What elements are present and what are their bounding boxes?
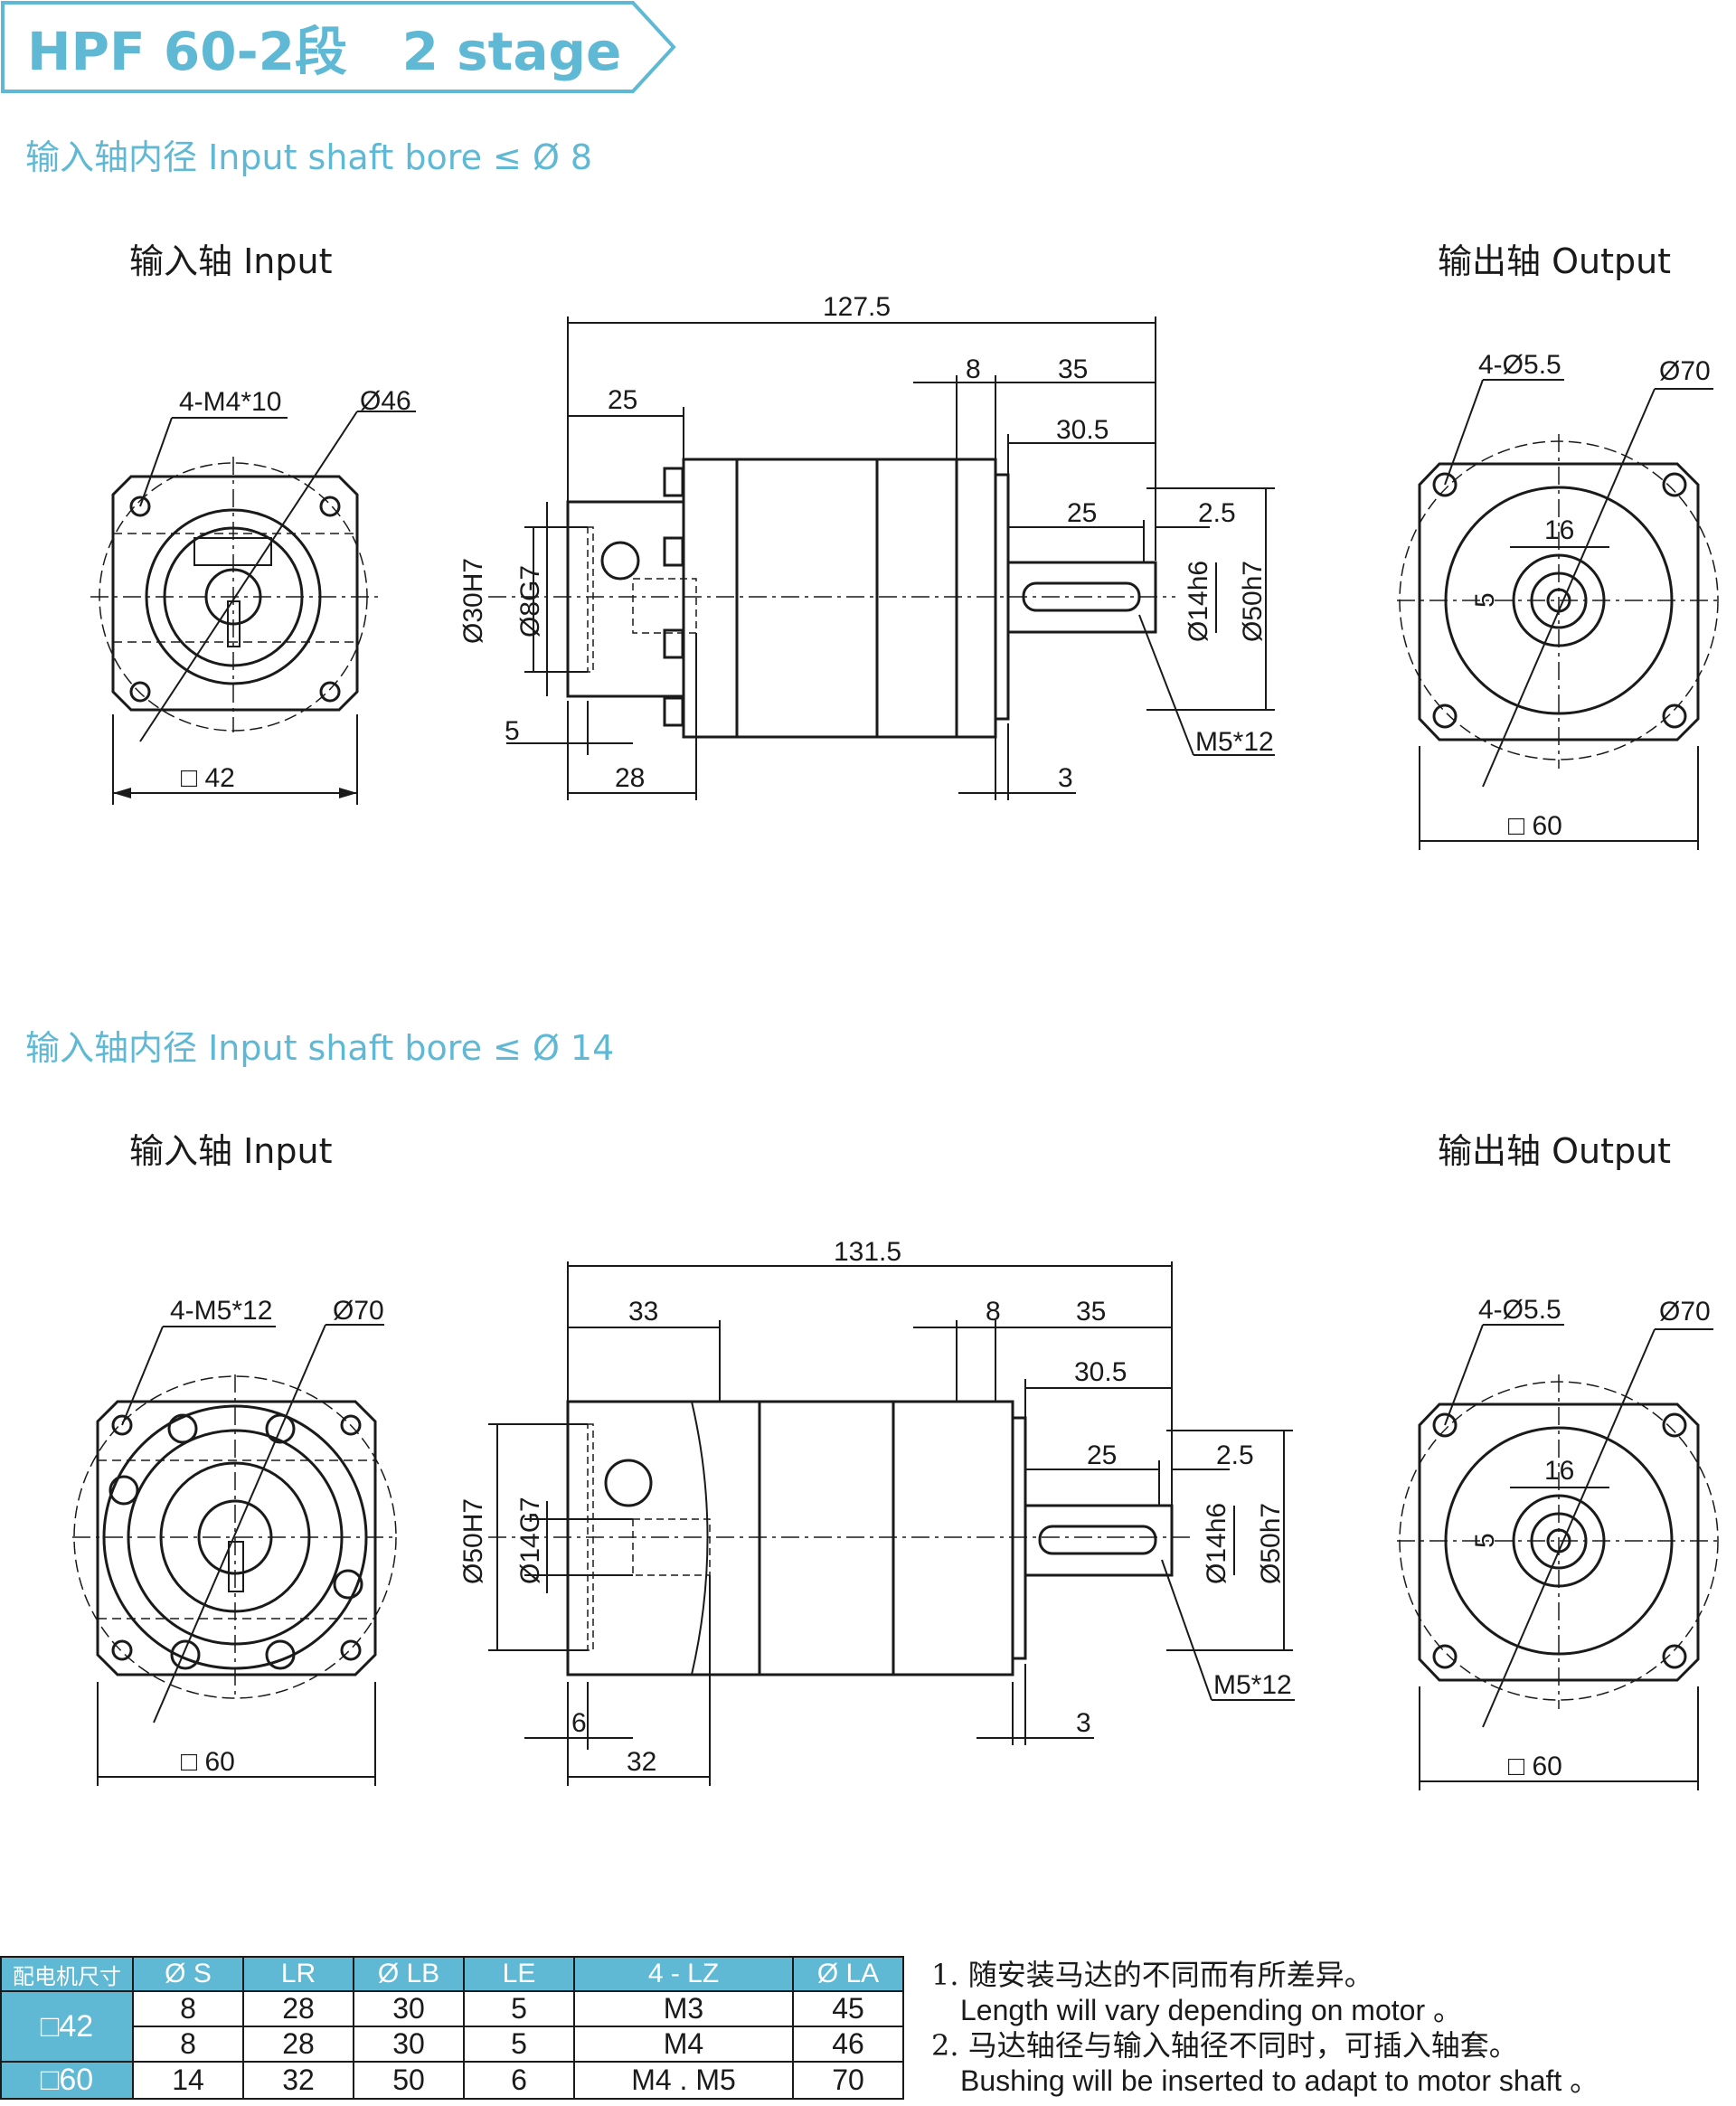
table-cell: 45 [792, 1990, 904, 2027]
s1-holes-out: 4-Ø5.5 [1478, 350, 1561, 380]
technical-drawing: 4-M4*10 Ø46 □ 42 127.5 25 8 35 30.5 25 2… [72, 292, 1722, 1790]
section1-subtitle: 输入轴内径 Input shaft bore ≤ Ø 8 [25, 137, 593, 177]
s1-dim-35: 35 [1058, 354, 1088, 384]
table-cell: 28 [242, 1990, 354, 2027]
s1-dim-30-5: 30.5 [1056, 415, 1109, 445]
col-header-s: Ø S [132, 1956, 244, 1992]
note-2-cn: 2. 马达轴径与输入轴径不同时，可插入轴套。 [931, 2028, 1518, 2063]
s2-holes-out: 4-Ø5.5 [1478, 1295, 1561, 1325]
table-cell: 5 [463, 2026, 575, 2063]
s2-bore-14: Ø14G7 [515, 1497, 545, 1584]
s2-input-end-view [72, 1324, 398, 1786]
table-cell: 5 [463, 1990, 575, 2027]
notes: 1. 随安装马达的不同而有所差异。 Length will vary depen… [931, 1958, 1599, 2099]
s1-holes-in: 4-M4*10 [179, 387, 281, 417]
s2-dim-3: 3 [1076, 1708, 1091, 1738]
section1-output-label: 输出轴 Output [1438, 241, 1672, 281]
s1-square-out: □ 60 [1508, 811, 1562, 841]
s2-pcd-in: Ø70 [333, 1296, 384, 1326]
s1-pilot-50: Ø50h7 [1238, 561, 1268, 642]
s2-key-16: 16 [1544, 1456, 1574, 1486]
table-cell: 30 [353, 2026, 465, 2063]
table-row: 8 28 30 5 M4 46 [1, 2026, 904, 2063]
s2-overall-length: 131.5 [834, 1237, 901, 1267]
col-header-motor: 配电机尺寸 [0, 1956, 134, 1992]
s1-side-view [488, 316, 1275, 800]
col-header-la: Ø LA [792, 1956, 904, 1992]
s2-bore-50: Ø50H7 [458, 1498, 488, 1584]
s2-thread: M5*12 [1213, 1670, 1292, 1700]
s2-dim-35: 35 [1076, 1297, 1106, 1327]
note-1-cn: 1. 随安装马达的不同而有所差异。 [931, 1958, 1373, 1992]
s2-dim-25-shaft: 25 [1087, 1440, 1117, 1470]
section2-output-label: 输出轴 Output [1438, 1131, 1672, 1171]
spec-table: 配电机尺寸 Ø S LR Ø LB LE 4 - LZ Ø LA □42 8 2… [0, 1956, 904, 2100]
section1-input-label: 输入轴 Input [129, 241, 333, 281]
s1-bore-30: Ø30H7 [458, 558, 488, 644]
s2-key-5: 5 [1470, 1533, 1500, 1548]
table-cell: 30 [353, 1990, 465, 2027]
s1-dim-25-shaft: 25 [1067, 498, 1097, 528]
s1-shaft-14: Ø14h6 [1184, 561, 1213, 642]
s1-dim-5: 5 [505, 716, 520, 746]
table-cell: 8 [132, 2026, 244, 2063]
page-title: HPF 60-2段 2 stage [27, 21, 622, 82]
col-header-le: LE [463, 1956, 575, 1992]
title-banner [1, 1, 676, 93]
s2-dim-32: 32 [627, 1747, 656, 1777]
s2-output-end-view [1397, 1324, 1722, 1790]
s2-holes-in: 4-M5*12 [170, 1296, 272, 1326]
table-cell: 28 [242, 2026, 354, 2063]
col-header-lb: Ø LB [353, 1956, 465, 1992]
table-cell: 32 [242, 2061, 354, 2100]
table-cell: 14 [132, 2061, 244, 2100]
table-cell: M4 . M5 [573, 2061, 794, 2100]
s1-dim-25-top: 25 [608, 385, 637, 415]
s2-shaft-14: Ø14h6 [1202, 1503, 1231, 1584]
s1-dim-8: 8 [966, 354, 981, 384]
s1-thread: M5*12 [1195, 727, 1274, 757]
s1-output-end-view [1397, 379, 1722, 850]
s1-key-16: 16 [1544, 515, 1574, 545]
table-cell: M4 [573, 2026, 794, 2063]
section2-input-label: 输入轴 Input [129, 1131, 333, 1171]
s2-side-view [488, 1261, 1295, 1786]
motor-60-cell: □60 [0, 2061, 134, 2100]
table-cell: 50 [353, 2061, 465, 2100]
note-2-en: Bushing will be inserted to adapt to mot… [960, 2064, 1599, 2097]
s2-square-out: □ 60 [1508, 1752, 1562, 1781]
table-cell: 8 [132, 1990, 244, 2027]
table-row: □42 8 28 30 5 M3 45 [0, 1990, 904, 2063]
s2-dim-30-5: 30.5 [1074, 1357, 1127, 1387]
s1-pcd-out: Ø70 [1659, 356, 1711, 386]
s1-dim-3: 3 [1058, 763, 1073, 793]
table-header-row: 配电机尺寸 Ø S LR Ø LB LE 4 - LZ Ø LA [0, 1956, 904, 1992]
motor-42-cell: □42 [0, 1990, 134, 2063]
s1-dim-2-5: 2.5 [1198, 498, 1236, 528]
s1-dim-28: 28 [615, 763, 645, 793]
s2-dim-8: 8 [986, 1297, 1001, 1327]
col-header-lz: 4 - LZ [573, 1956, 794, 1992]
s1-key-5: 5 [1470, 592, 1500, 608]
s2-pcd-out: Ø70 [1659, 1297, 1711, 1327]
table-row: □60 14 32 50 6 M4 . M5 70 [0, 2061, 904, 2100]
s1-input-end-view [90, 411, 416, 805]
table-cell: 70 [792, 2061, 904, 2100]
section2-subtitle: 输入轴内径 Input shaft bore ≤ Ø 14 [25, 1028, 615, 1068]
s1-square-in: □ 42 [181, 763, 235, 793]
s1-pcd-in: Ø46 [360, 386, 411, 416]
s1-bore-8: Ø8G7 [515, 565, 545, 637]
table-cell: 46 [792, 2026, 904, 2063]
s2-square-in: □ 60 [181, 1747, 235, 1777]
table-cell: 6 [463, 2061, 575, 2100]
note-1-en: Length will vary depending on motor 。 [960, 1994, 1462, 2026]
s2-pilot-50: Ø50h7 [1256, 1503, 1286, 1584]
s2-dim-6: 6 [571, 1708, 587, 1738]
col-header-lr: LR [242, 1956, 354, 1992]
s2-dim-2-5: 2.5 [1216, 1440, 1254, 1470]
table-cell: M3 [573, 1990, 794, 2027]
s2-dim-33: 33 [628, 1297, 658, 1327]
s1-overall-length: 127.5 [823, 292, 891, 322]
